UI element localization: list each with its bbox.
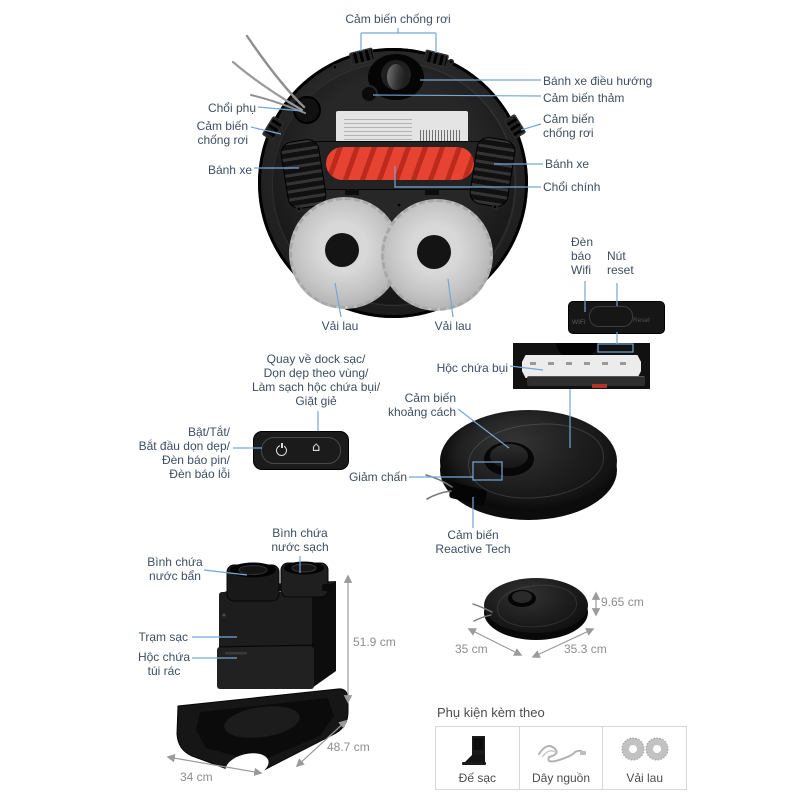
control-button-panel: ⌂ [253, 431, 349, 470]
brush-latch [425, 189, 439, 195]
reset-button-pill [589, 306, 633, 327]
dust-box-image [513, 343, 650, 389]
accessory-charging-dock: Đế sạc [436, 727, 519, 789]
dust-box-print [530, 362, 630, 365]
lidar-turret [490, 444, 528, 468]
robot-depth-value: 35.3 cm [564, 642, 607, 656]
accessory-label: Dây nguồn [531, 771, 591, 785]
label-steering-wheel: Bánh xe điều hướng [543, 74, 653, 88]
label-distance-sensor: Cảm biến khoảng cách [387, 391, 456, 419]
robot-dimension-view [484, 578, 588, 633]
screw [396, 202, 402, 208]
label-reactive-sensor: Cảm biến Reactive Tech [435, 528, 511, 556]
label-plate-print [344, 118, 412, 140]
label-plate-barcode [420, 130, 462, 142]
label-carpet-sensor: Cảm biến thảm [543, 91, 625, 105]
dust-box-red-accent [592, 384, 607, 388]
home-icon[interactable]: ⌂ [312, 440, 321, 455]
accessory-label: Đế sạc [458, 771, 497, 785]
label-reset-button: Nút reset [607, 249, 634, 277]
accessories-title: Phụ kiện kèm theo [437, 705, 545, 720]
label-mop-cloth-right: Vải lau [434, 319, 472, 333]
dock-width-value: 34 cm [180, 770, 213, 784]
screw [332, 64, 338, 70]
charging-dock-icon [462, 736, 487, 765]
label-main-brush: Chổi chính [543, 180, 601, 194]
caster-wheel [387, 64, 405, 90]
mop-cloth-icon [621, 737, 669, 761]
accessory-label: Vải lau [626, 771, 664, 785]
bar-wifi-text: WIFI [572, 319, 586, 326]
accessory-power-cord: Dây nguồn [518, 727, 603, 789]
label-dirty-water-tank: Bình chứa nước bẩn [147, 555, 203, 583]
carpet-sensor-dot [360, 85, 378, 103]
small-robot-lidar [512, 591, 532, 603]
label-clean-water-tank: Bình chứa nước sạch [271, 526, 329, 554]
mop-pad-right-core [417, 235, 451, 269]
dock-depth-value: 48.7 cm [327, 740, 370, 754]
label-dust-box: Hộc chứa bụi [436, 361, 508, 375]
main-brush-roller [326, 147, 474, 180]
label-power-button-functions: Bật/Tắt/ Bắt đầu dọn dẹp/ Đèn báo pin/ Đ… [138, 425, 230, 481]
accessory-mop-cloths: Vải lau [602, 727, 686, 789]
label-wheel-right: Bánh xe [545, 157, 590, 171]
label-wheel-left: Bánh xe [207, 163, 252, 177]
screw [296, 206, 302, 212]
mop-pad-left-core [325, 233, 359, 267]
button-panel-outline [261, 437, 341, 464]
label-cliff-sensor-right: Cảm biến chống rơi [543, 112, 595, 140]
bar-reset-text: Reset [633, 317, 650, 324]
label-cliff-sensor-top: Cảm biến chống rơi [345, 12, 451, 26]
screw [492, 204, 498, 210]
side-brush-hub [293, 96, 321, 124]
label-side-brush: Chổi phụ [207, 101, 256, 115]
brush-latch [345, 189, 359, 195]
label-wifi-indicator: Đèn báo Wifi [571, 235, 594, 277]
label-bumper: Giảm chấn [348, 470, 407, 484]
dust-box-bin [522, 355, 641, 378]
power-icon-bar [281, 443, 283, 448]
accessories-table: Đế sạc Dây nguồn Vải lau [435, 726, 687, 790]
label-home-button-functions: Quay về dock sạc/ Dọn dẹp theo vùng/ Làm… [251, 352, 381, 408]
dock-height-value: 51.9 cm [353, 635, 396, 649]
screw [448, 59, 454, 65]
label-cliff-sensor-left: Cảm biến chống rơi [196, 119, 248, 147]
dust-box-tray [527, 376, 645, 386]
wifi-reset-bar: WIFI Reset [568, 301, 665, 334]
label-mop-cloth-left: Vải lau [321, 319, 359, 333]
dust-box-dome [556, 343, 598, 356]
robot-height-value: 9.65 cm [601, 595, 644, 609]
label-dust-bag-box: Hộc chứa túi rác [137, 650, 191, 678]
label-charging-station: Trạm sạc [138, 630, 188, 644]
robot-width-value: 35 cm [455, 642, 488, 656]
power-cord-icon [538, 745, 586, 763]
